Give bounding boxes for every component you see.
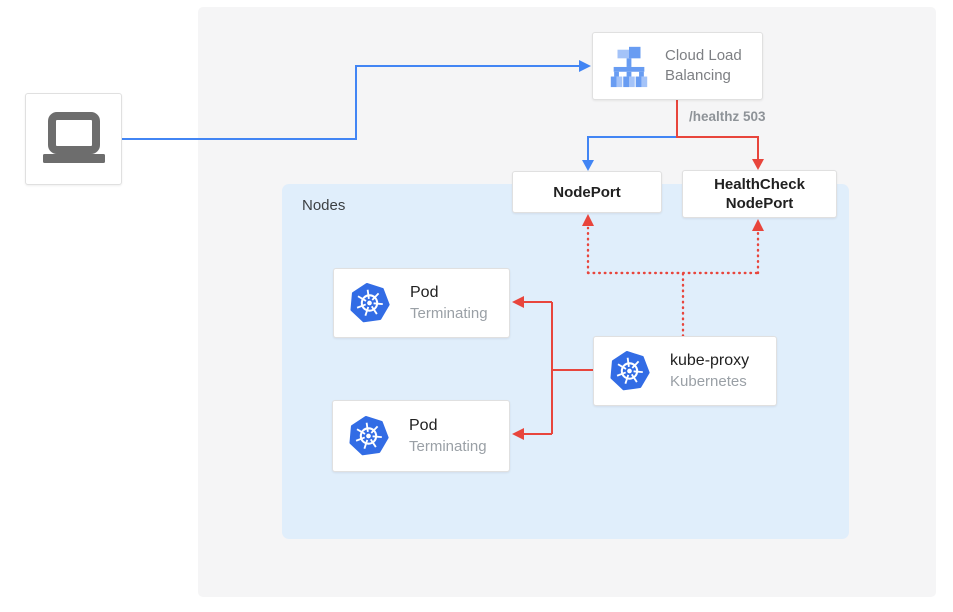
kube-proxy-box: kube-proxy Kubernetes — [593, 336, 777, 406]
healthcheck-arrow-clb-to-healthcheck-nodeport — [676, 99, 764, 170]
pod-terminating-box-2: Pod Terminating — [332, 400, 510, 472]
nodes-panel-label: Nodes — [302, 197, 346, 214]
kubeproxy-to-pods-arrows — [512, 296, 593, 440]
kube-proxy-subtitle: Kubernetes — [670, 373, 747, 390]
kube-proxy-title: kube-proxy — [670, 352, 750, 369]
pod-status: Terminating — [409, 438, 487, 455]
kubernetes-icon — [350, 282, 390, 323]
kubernetes-icon — [610, 350, 650, 391]
healthcheck-nodeport-box: HealthCheck NodePort — [682, 170, 837, 218]
cloud-load-balancing-icon — [610, 46, 648, 88]
pod-title: Pod — [409, 417, 438, 434]
pod-terminating-box-1: Pod Terminating — [333, 268, 510, 338]
pod-title: Pod — [410, 284, 439, 301]
laptop-icon — [42, 112, 105, 163]
kubernetes-icon — [349, 415, 389, 456]
traffic-arrow-clb-to-nodeport — [582, 136, 677, 171]
kubeproxy-to-nodeports-dotted-arrows — [582, 214, 764, 338]
pod-status: Terminating — [410, 305, 488, 322]
cloud-load-balancing-box: Cloud Load Balancing — [592, 32, 763, 100]
cloud-load-balancing-label: Cloud Load Balancing — [665, 47, 742, 84]
client-laptop-box — [25, 93, 122, 185]
traffic-arrow-laptop-to-clb — [122, 60, 591, 140]
nodeport-box: NodePort — [512, 171, 662, 213]
healthz-status-label: /healthz 503 — [689, 109, 766, 124]
